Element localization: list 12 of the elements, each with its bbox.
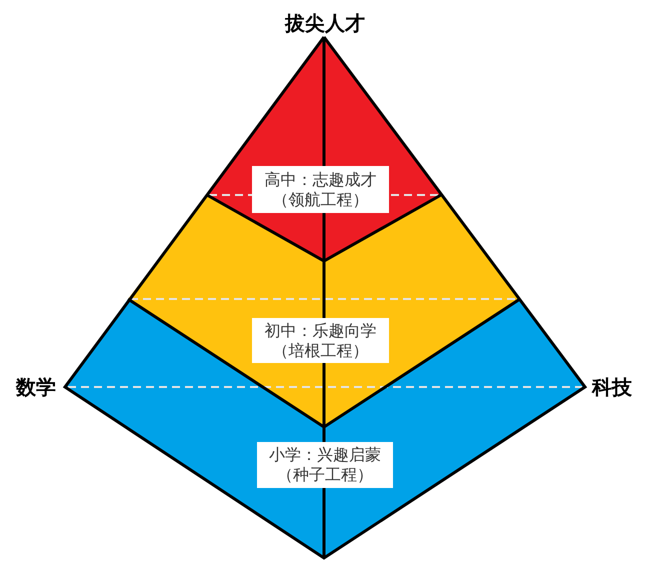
label-box (252, 318, 389, 363)
project-name: （领航工程） (272, 190, 368, 210)
label-box (257, 442, 393, 488)
level-title: 小学：兴趣启蒙 (269, 445, 381, 465)
level-title: 初中：乐趣向学 (264, 320, 376, 340)
corner-label: 科技 (592, 375, 632, 399)
corner-label: 拔尖人才 (285, 11, 365, 35)
corner-label: 数学 (16, 375, 56, 399)
level-title: 高中：志趣成才 (264, 170, 376, 190)
project-name: （种子工程） (277, 465, 373, 485)
label-box (252, 166, 389, 213)
project-name: （培根工程） (272, 340, 368, 360)
